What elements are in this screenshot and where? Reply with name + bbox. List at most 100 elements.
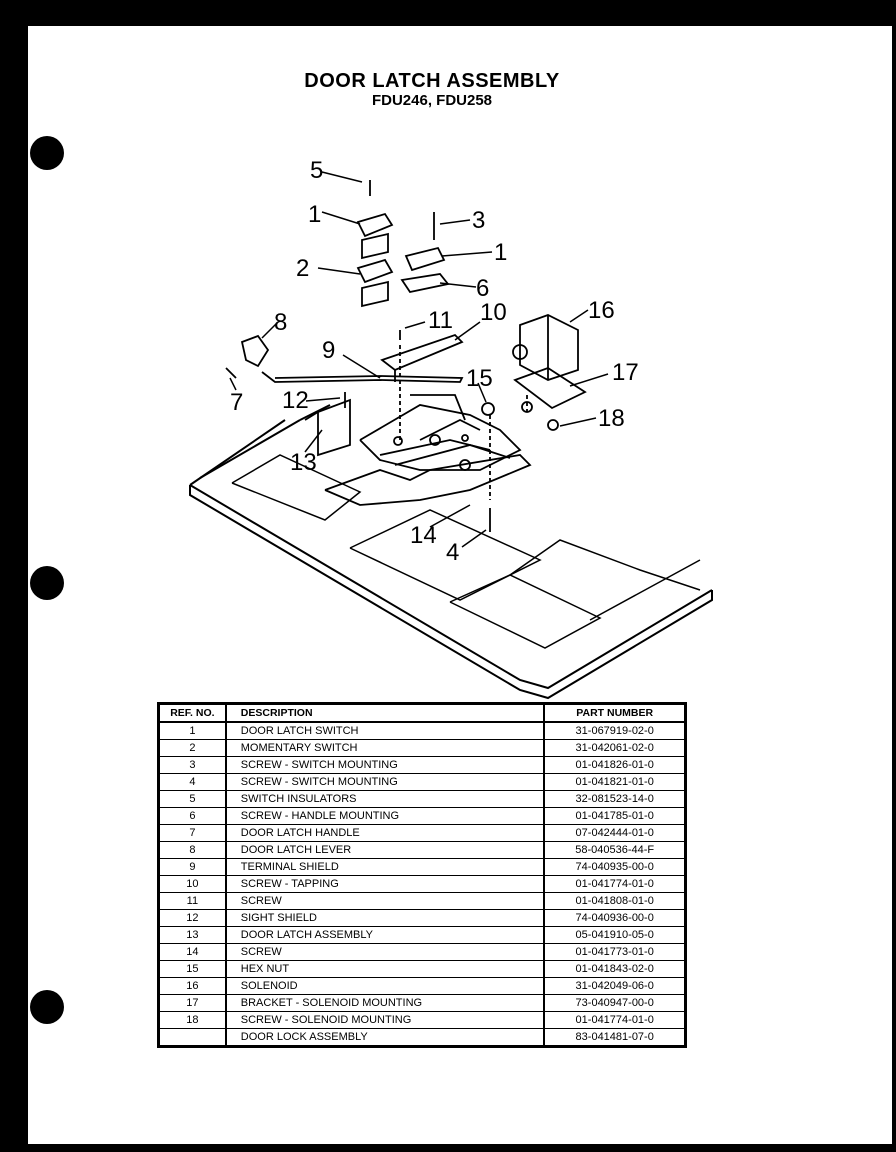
ref-no-cell: 9 [157, 858, 227, 876]
binder-hole-top [30, 136, 64, 170]
ref-no-cell: 1 [157, 722, 227, 740]
callout-6: 7 [230, 389, 243, 416]
ref-no-cell: 2 [157, 739, 227, 757]
ref-no-cell: 7 [157, 824, 227, 842]
part-number-cell: 73-040947-00-0 [543, 994, 687, 1012]
binder-hole-bottom [30, 990, 64, 1024]
part-number-cell: 05-041910-05-0 [543, 926, 687, 944]
callout-1-right: 1 [494, 239, 507, 266]
part-number-cell: 32-081523-14-0 [543, 790, 687, 808]
part-number-cell: 31-042061-02-0 [543, 739, 687, 757]
part-number-cell: 01-041774-01-0 [543, 1011, 687, 1029]
header-description: DESCRIPTION [224, 703, 546, 723]
callout-labels: 5 1 3 1 2 6 8 11 10 16 9 15 17 7 12 18 1… [230, 157, 639, 566]
ref-no-cell: 14 [157, 943, 227, 961]
part-number-cell: 01-041821-01-0 [543, 773, 687, 791]
description-cell: TERMINAL SHIELD [224, 858, 546, 876]
part-number-cell: 01-041774-01-0 [543, 875, 687, 893]
ref-no-cell: 15 [157, 960, 227, 978]
description-cell: SCREW - HANDLE MOUNTING [224, 807, 546, 825]
description-cell: SCREW [224, 943, 546, 961]
callout-5: 6 [476, 275, 489, 302]
callout-17: 17 [612, 359, 639, 386]
base-panel [189, 404, 713, 700]
callout-13: 14 [410, 522, 437, 549]
description-cell: SCREW - SWITCH MOUNTING [224, 773, 546, 791]
description-cell: SCREW [224, 892, 546, 910]
ref-no-cell: 5 [157, 790, 227, 808]
description-cell: DOOR LOCK ASSEMBLY [224, 1028, 546, 1047]
ref-no-cell [157, 1028, 227, 1047]
description-cell: DOOR LATCH HANDLE [224, 824, 546, 842]
callout-11: 12 [282, 387, 309, 414]
header-ref-no: REF. NO. [157, 703, 227, 723]
part-number-cell: 01-041773-01-0 [543, 943, 687, 961]
callout-10: 11 [428, 307, 453, 334]
header-part-number: PART NUMBER [543, 703, 687, 723]
ref-no-cell: 18 [157, 1011, 227, 1029]
part-number-cell: 31-042049-06-0 [543, 977, 687, 995]
part-number-cell: 74-040935-00-0 [543, 858, 687, 876]
page-subtitle: FDU246, FDU258 [371, 92, 493, 109]
binder-hole-middle [30, 566, 64, 600]
description-cell: HEX NUT [224, 960, 546, 978]
callout-16: 16 [588, 297, 615, 324]
callout-18: 18 [598, 405, 625, 432]
description-cell: SCREW - SWITCH MOUNTING [224, 756, 546, 774]
callout-9: 10 [480, 299, 507, 326]
leader-lines [229, 171, 609, 548]
ref-no-cell: 6 [157, 807, 227, 825]
page-title: DOOR LATCH ASSEMBLY [304, 70, 560, 92]
part-number-cell: 31-067919-02-0 [543, 722, 687, 740]
description-cell: DOOR LATCH ASSEMBLY [224, 926, 546, 944]
callout-12: 13 [290, 449, 317, 476]
description-cell: BRACKET - SOLENOID MOUNTING [224, 994, 546, 1012]
callout-8: 9 [322, 337, 335, 364]
description-cell: SCREW - TAPPING [224, 875, 546, 893]
table-header-row: REF. NO. DESCRIPTION PART NUMBER [157, 703, 687, 723]
exploded-view-diagram: 5 1 3 1 2 6 8 11 10 16 9 15 17 7 12 18 1… [189, 157, 713, 700]
callout-4: 5 [310, 157, 323, 184]
part-number-cell: 07-042444-01-0 [543, 824, 687, 842]
description-cell: DOOR LATCH LEVER [224, 841, 546, 859]
description-cell: DOOR LATCH SWITCH [224, 722, 546, 740]
ref-no-cell: 4 [157, 773, 227, 791]
ref-no-cell: 13 [157, 926, 227, 944]
ref-no-cell: 11 [157, 892, 227, 910]
description-cell: SOLENOID [224, 977, 546, 995]
part-number-cell: 01-041843-02-0 [543, 960, 687, 978]
ref-no-cell: 10 [157, 875, 227, 893]
part-number-cell: 83-041481-07-0 [543, 1028, 687, 1047]
ref-no-cell: 8 [157, 841, 227, 859]
part-number-cell: 01-041826-01-0 [543, 756, 687, 774]
latch-mechanism [225, 180, 587, 532]
ref-no-cell: 16 [157, 977, 227, 995]
description-cell: SCREW - SOLENOID MOUNTING [224, 1011, 546, 1029]
ref-no-cell: 17 [157, 994, 227, 1012]
description-cell: MOMENTARY SWITCH [224, 739, 546, 757]
part-number-cell: 01-041808-01-0 [543, 892, 687, 910]
callout-7: 8 [274, 309, 287, 336]
callout-3: 3 [472, 207, 485, 234]
part-number-cell: 58-040536-44-F [543, 841, 687, 859]
ref-no-cell: 3 [157, 756, 227, 774]
part-number-cell: 74-040936-00-0 [543, 909, 687, 927]
description-cell: SWITCH INSULATORS [224, 790, 546, 808]
